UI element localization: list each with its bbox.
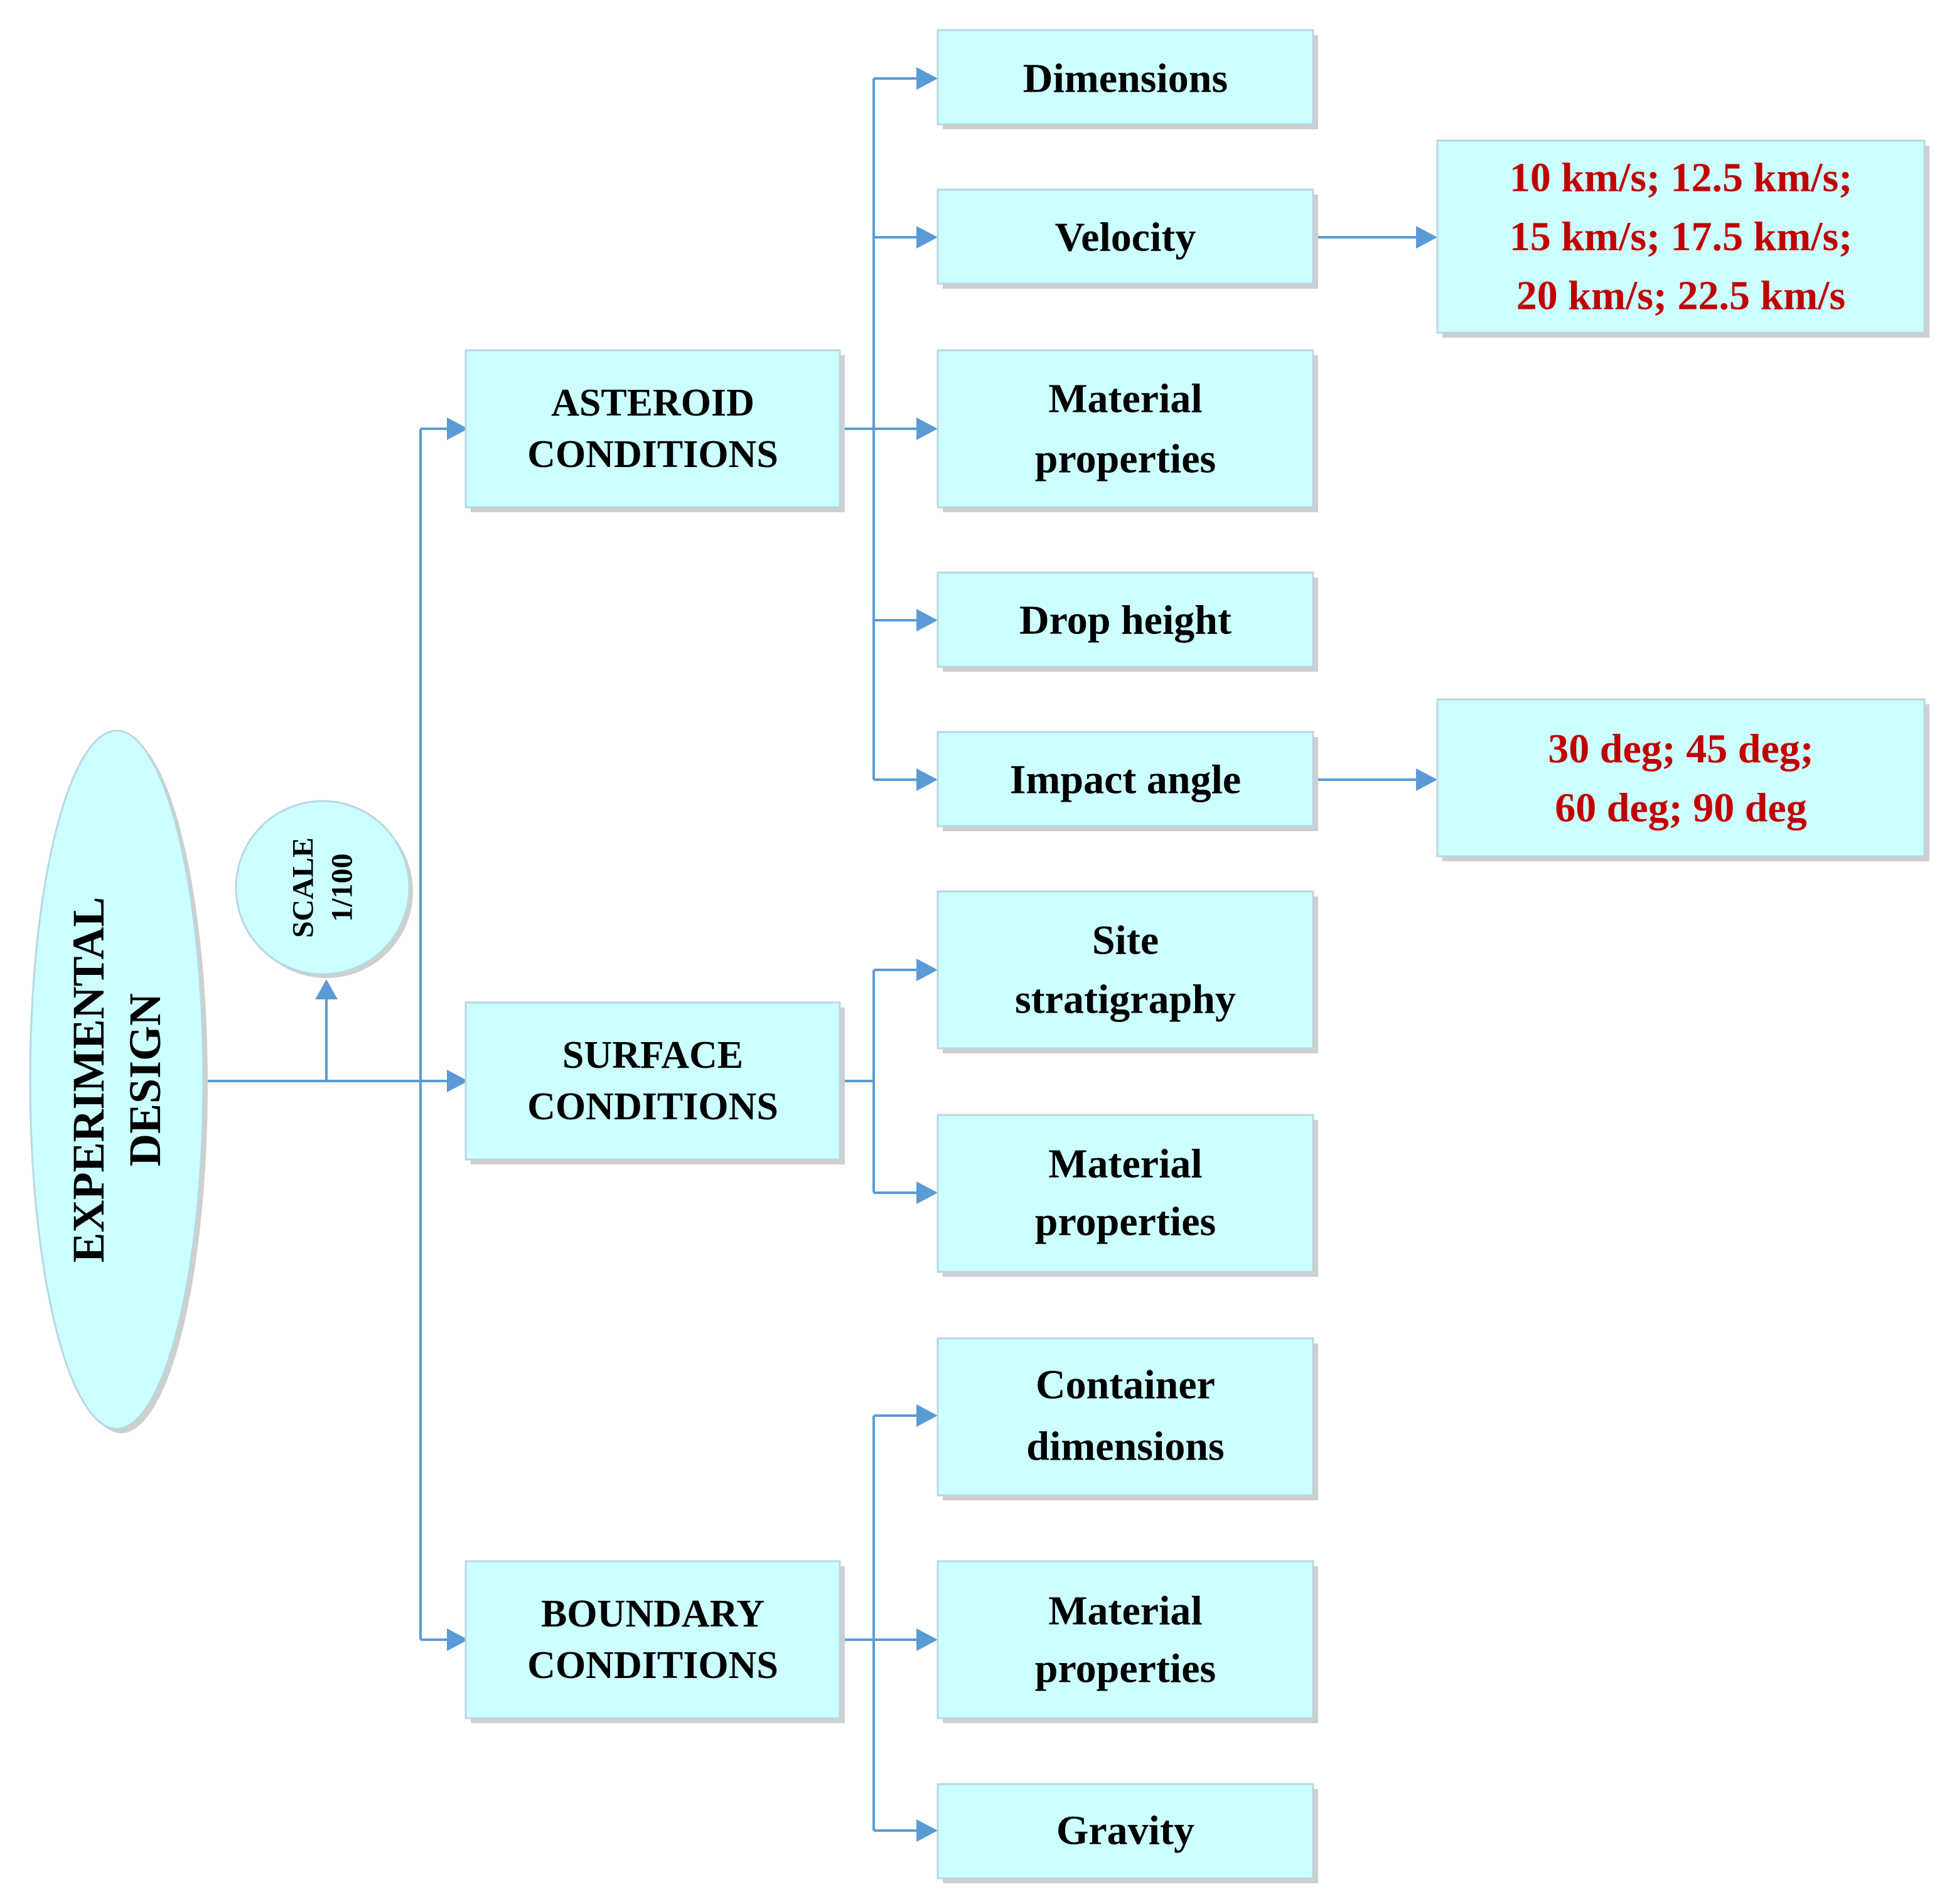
group-asteroid-label: ASTEROID CONDITIONS <box>527 382 778 476</box>
item-asteroid-material-label: Material properties <box>1035 376 1216 482</box>
item-gravity-label: Gravity <box>1056 1808 1194 1854</box>
item-surface-material-label-line-2: properties <box>1035 1199 1216 1245</box>
arrowhead-container-dimensions <box>916 1404 938 1427</box>
item-boundary-material-label-line-1: Material <box>1048 1588 1203 1634</box>
values-velocity-text-line-1: 10 km/s; 12.5 km/s; <box>1510 155 1852 201</box>
item-site-stratigraphy: Site stratigraphy <box>936 890 1318 1053</box>
item-dimensions-label: Dimensions <box>1023 56 1228 102</box>
arrowhead-impact-angle-values <box>1416 768 1437 791</box>
item-velocity: Velocity <box>936 188 1318 289</box>
group-surface: SURFACE CONDITIONS <box>464 1001 845 1164</box>
item-asteroid-material-label-line-2: properties <box>1035 436 1216 482</box>
item-site-stratigraphy-label: Site stratigraphy <box>1015 918 1236 1023</box>
item-drop-height-label-line-1: Drop height <box>1019 598 1231 643</box>
item-container-dimensions: Container dimensions <box>936 1337 1318 1500</box>
item-asteroid-material: Material properties <box>936 349 1318 512</box>
group-asteroid-label-line-2: CONDITIONS <box>527 433 778 476</box>
arrowhead-drop-height <box>916 609 938 632</box>
item-site-stratigraphy-label-line-2: stratigraphy <box>1015 977 1236 1023</box>
group-boundary-label-line-2: CONDITIONS <box>527 1644 778 1687</box>
root-label-line-1: EXPERIMENTAL <box>63 897 114 1263</box>
connectors <box>204 67 1437 1842</box>
item-velocity-label: Velocity <box>1055 215 1196 261</box>
scale-label-line-1: SCALE <box>287 837 320 938</box>
values-velocity-text: 10 km/s; 12.5 km/s; 15 km/s; 17.5 km/s; 20… <box>1510 155 1852 319</box>
values-velocity-text-line-3: 20 km/s; 22.5 km/s <box>1516 273 1845 319</box>
arrowhead-surface <box>447 1070 468 1092</box>
arrowhead-surface-material <box>916 1181 938 1204</box>
item-impact-angle-label-line-1: Impact angle <box>1010 757 1241 803</box>
item-surface-material: Material properties <box>936 1114 1318 1277</box>
values-impact-angle-text: 30 deg; 45 deg; 60 deg; 90 deg <box>1548 726 1813 831</box>
item-dimensions: Dimensions <box>936 29 1318 129</box>
item-impact-angle-label: Impact angle <box>1010 757 1241 803</box>
group-boundary-label-line-1: BOUNDARY <box>541 1593 764 1635</box>
item-gravity: Gravity <box>936 1783 1318 1883</box>
item-drop-height: Drop height <box>936 571 1318 672</box>
arrowhead-scale <box>315 979 338 999</box>
arrowhead-gravity <box>916 1819 938 1842</box>
arrowhead-asteroid-material <box>916 417 938 440</box>
item-boundary-material-label: Material properties <box>1035 1588 1216 1692</box>
arrowhead-boundary-material <box>916 1628 938 1651</box>
arrowhead-impact-angle <box>916 768 938 791</box>
values-velocity: 10 km/s; 12.5 km/s; 15 km/s; 17.5 km/s; 20… <box>1436 139 1929 338</box>
item-boundary-material-label-line-2: properties <box>1035 1646 1216 1692</box>
root-label-line-2: DESIGN <box>120 993 170 1166</box>
item-gravity-label-line-1: Gravity <box>1056 1808 1194 1854</box>
values-impact-angle-text-line-2: 60 deg; 90 deg <box>1555 785 1806 831</box>
group-surface-label-line-1: SURFACE <box>562 1034 743 1077</box>
item-surface-material-label-line-1: Material <box>1048 1141 1203 1187</box>
group-asteroid: ASTEROID CONDITIONS <box>464 349 845 512</box>
item-boundary-material: Material properties <box>936 1560 1318 1723</box>
group-asteroid-label-line-1: ASTEROID <box>551 382 754 424</box>
item-asteroid-material-label-line-1: Material <box>1048 376 1203 422</box>
item-container-dimensions-label: Container dimensions <box>1026 1362 1224 1470</box>
arrowhead-site-stratigraphy <box>916 959 938 981</box>
item-drop-height-label: Drop height <box>1019 598 1231 643</box>
group-surface-label-line-2: CONDITIONS <box>527 1085 778 1128</box>
group-boundary-label: BOUNDARY CONDITIONS <box>527 1593 778 1687</box>
item-dimensions-label-line-1: Dimensions <box>1023 56 1228 102</box>
arrowhead-velocity-values <box>1416 226 1437 249</box>
arrowhead-dimensions <box>916 67 938 90</box>
item-impact-angle: Impact angle <box>936 731 1318 831</box>
arrowhead-velocity <box>916 226 938 249</box>
item-container-dimensions-label-line-2: dimensions <box>1026 1424 1224 1470</box>
values-impact-angle-text-line-1: 30 deg; 45 deg; <box>1548 726 1813 772</box>
group-boundary: BOUNDARY CONDITIONS <box>464 1560 845 1723</box>
item-surface-material-label: Material properties <box>1035 1141 1216 1245</box>
group-surface-label: SURFACE CONDITIONS <box>527 1034 778 1128</box>
scale-label-line-2: 1/100 <box>326 853 359 922</box>
arrowhead-boundary <box>447 1628 468 1651</box>
item-velocity-label-line-1: Velocity <box>1055 215 1196 261</box>
values-impact-angle: 30 deg; 45 deg; 60 deg; 90 deg <box>1436 698 1929 861</box>
arrowhead-asteroid <box>447 417 468 440</box>
item-site-stratigraphy-label-line-1: Site <box>1092 918 1159 964</box>
values-velocity-text-line-2: 15 km/s; 17.5 km/s; <box>1510 214 1852 260</box>
item-container-dimensions-label-line-1: Container <box>1036 1362 1215 1408</box>
